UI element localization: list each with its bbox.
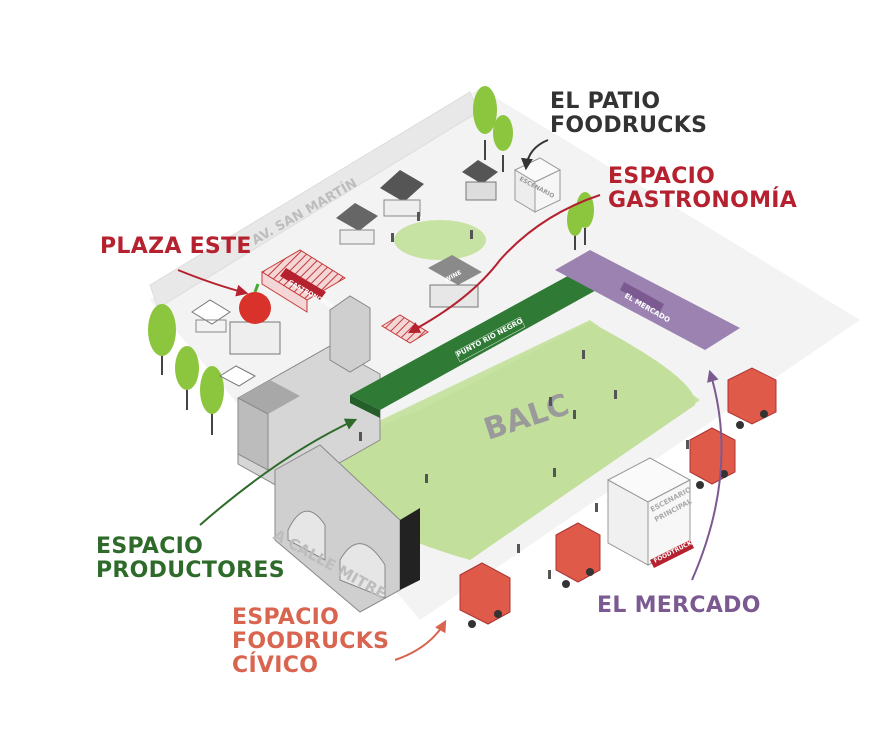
tree-icon <box>175 346 199 410</box>
gazebo-icon <box>191 299 231 333</box>
patio-arrow <box>520 139 549 171</box>
mercado-arrow <box>691 369 723 581</box>
main-building <box>237 295 381 493</box>
tree-icon <box>576 192 594 245</box>
label-civico-line3: CÍVICO <box>232 653 319 678</box>
label-civico-line1: ESPACIO <box>232 605 340 630</box>
plaza-este-arrow <box>177 269 249 297</box>
food-truck-icon <box>727 367 777 429</box>
gazebo-icon <box>380 170 424 217</box>
food-truck-icon <box>555 522 601 588</box>
purple-tent-row: EL MERCADO <box>555 250 740 350</box>
label-espacio-gastronomia: ESPACIO GASTRONOMÍA <box>608 165 797 213</box>
visitors <box>359 212 689 579</box>
gazebo-icon <box>336 203 378 245</box>
main-stage: ESCENARIO PRINCIPAL <box>606 457 694 566</box>
striped-tent <box>381 314 429 344</box>
food-truck-icon <box>689 427 736 489</box>
tree-icon <box>473 86 497 160</box>
kiosk-icon <box>462 160 498 201</box>
foodrucks-civico-arrow <box>394 619 447 661</box>
gastronomia-arrow <box>407 194 601 334</box>
label-civico-line2: FOODRUCKS <box>232 629 390 654</box>
gazebo-icon <box>218 365 257 387</box>
main-lawn-edge <box>339 322 696 560</box>
label-el-patio-foodrucks: EL PATIO FOODRUCKS <box>550 90 707 138</box>
food-truck-icon <box>459 562 511 628</box>
wine-kiosk: WINE <box>428 255 482 308</box>
label-espacio-foodrucks-civico: ESPACIO FOODRUCKS CÍVICO <box>232 606 389 678</box>
label-el-mercado: EL MERCADO <box>597 594 761 618</box>
label-productores-line2: PRODUCTORES <box>96 558 285 583</box>
label-el-mercado-text: EL MERCADO <box>597 593 761 618</box>
tree-icon <box>493 115 513 172</box>
small-lawn <box>394 220 486 260</box>
label-productores-line1: ESPACIO <box>96 534 204 559</box>
label-gastronomia-line2: GASTRONOMÍA <box>608 188 798 213</box>
tree-icon <box>200 366 224 435</box>
small-stage: ESCENARIO <box>513 157 562 213</box>
label-plaza-este: PLAZA ESTE <box>100 235 252 259</box>
mitre-building <box>274 444 420 613</box>
label-plaza-este-text: PLAZA ESTE <box>100 234 252 259</box>
label-el-patio-line1: EL PATIO <box>550 89 661 114</box>
productores-arrow <box>199 418 358 526</box>
apple-kiosk <box>229 283 281 355</box>
label-espacio-productores: ESPACIO PRODUCTORES <box>96 535 285 583</box>
label-gastronomia-line1: ESPACIO <box>608 164 716 189</box>
label-el-patio-line2: FOODRUCKS <box>550 113 708 138</box>
tree-icon <box>148 304 176 375</box>
